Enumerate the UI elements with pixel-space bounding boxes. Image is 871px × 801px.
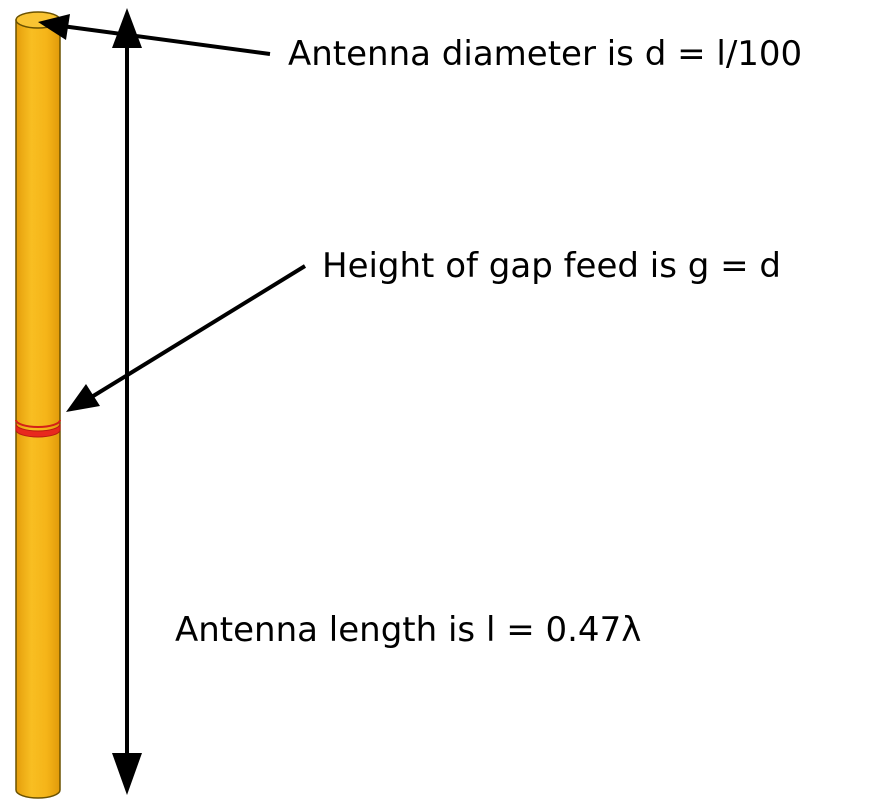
arrowhead-up [112,8,142,48]
gap-feed-line [15,419,61,428]
diameter-arrowhead [38,14,70,40]
gap-feed-pointer-arrow [66,264,307,412]
diameter-annotation: Antenna diameter is d = l/100 [288,34,803,74]
antenna-rod [15,11,61,799]
diameter-pointer-arrow [38,14,271,56]
gap-feed-annotation: Height of gap feed is g = d [322,246,782,286]
arrowhead-down [112,753,142,795]
length-dimension-arrow [112,8,142,795]
antenna-body [15,19,61,799]
gap-feed-arrowhead [66,384,100,412]
gap-feed-band [15,423,61,438]
length-annotation: Antenna length is l = 0.47λ [175,610,642,650]
